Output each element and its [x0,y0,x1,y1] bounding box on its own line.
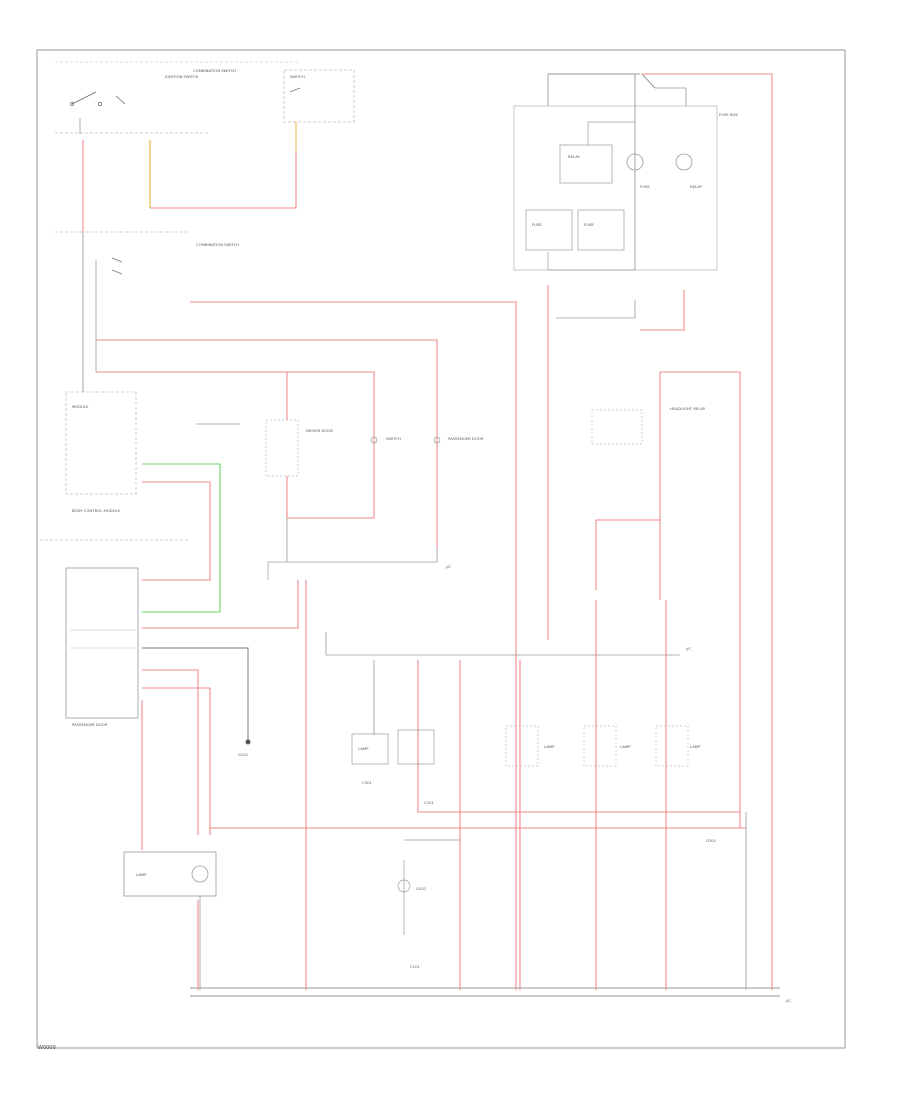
lamp-4-label: LAMP [620,744,631,749]
combo2-label: COMBINATION SWITCH [196,242,239,247]
fuse-3-label: FUSE [640,184,650,189]
jc-2-label: J/C [685,646,691,651]
fuse-out-c [640,290,685,331]
lamp-2-label: LAMP [358,746,369,751]
lower-red-wire-1 [142,669,199,835]
lamp-1-label: LAMP [136,872,147,877]
relay-2-label: RELAY [690,184,703,189]
connector-3-label: C301 [362,780,372,785]
green-wire-1 [142,463,221,613]
driver-door-label: DRIVER DOOR [306,428,333,433]
jc-1-label: J/C [445,564,451,569]
ground-3-label: G301 [706,838,717,843]
combination-switch-2: COMBINATION SWITCH [55,231,239,392]
jc-bus: J/C [325,632,691,656]
module-left-2: PASSENGER DOOR [65,567,139,727]
branch-wire-1 [190,301,517,990]
page-code: W0000 [38,1045,56,1051]
relay-1-label: RELAY [568,154,581,159]
bottom-jc-bus: J/C C101 [190,964,791,1003]
lamp-row: LAMP LAMP LAMP LAMP [351,600,740,990]
ground-wire-mod [142,647,249,740]
power-wire-2 [150,150,297,209]
ground-1-label: G101 [238,752,249,757]
ignition-switch-group: IGNITION SWITCH COMBINATION SWITCH [55,61,300,134]
combination-switch-label: COMBINATION SWITCH [193,68,236,73]
switch-2-label: SWITCH [386,436,401,441]
module-bottom-wire [142,580,299,629]
door-switch-group: DRIVER DOOR SWITCH PASSENGER DOOR [265,405,484,562]
lower-switch-group: G201 [397,839,460,935]
jc-3-label: J/C [785,998,791,1003]
branch-wire-2 [96,339,438,548]
red-wire-mod [142,481,211,581]
ground-2-label: G201 [416,886,427,891]
ignition-switch-label: IGNITION SWITCH [165,74,199,79]
fuse-out-b [556,300,636,319]
combination-switch-box: SWITCH [283,69,355,150]
branch-wire-3 [96,371,375,405]
connector-2-label: C201 [424,800,434,805]
diagram-frame [36,49,846,1049]
fuse-relay-box: FUSE BOX RELAY FUSE FUSE FUSE RELAY [513,73,773,990]
headlight-relay-group: HEADLIGHT RELAY [591,371,741,828]
headlight-relay-label: HEADLIGHT RELAY [670,406,706,411]
lamp-module: LAMP [123,827,746,990]
connector-1-label: C101 [410,964,420,969]
combo-label-a: SWITCH [290,74,305,79]
lamp-5-label: LAMP [690,744,701,749]
lower-red-wire-2 [142,687,211,835]
bcm-label: BODY CONTROL MODULE [72,508,121,513]
fuse-box-label: FUSE BOX [719,112,738,117]
module-left-1: MODULE BODY CONTROL MODULE [40,391,190,541]
fuse-1-label: FUSE [532,222,542,227]
passenger-module-label: PASSENGER DOOR [72,722,108,727]
connector-line-1 [268,548,438,563]
lamp-3-label: LAMP [544,744,555,749]
fuse-2-label: FUSE [584,222,594,227]
passenger-door-label: PASSENGER DOOR [448,436,484,441]
module-label: MODULE [72,404,89,409]
